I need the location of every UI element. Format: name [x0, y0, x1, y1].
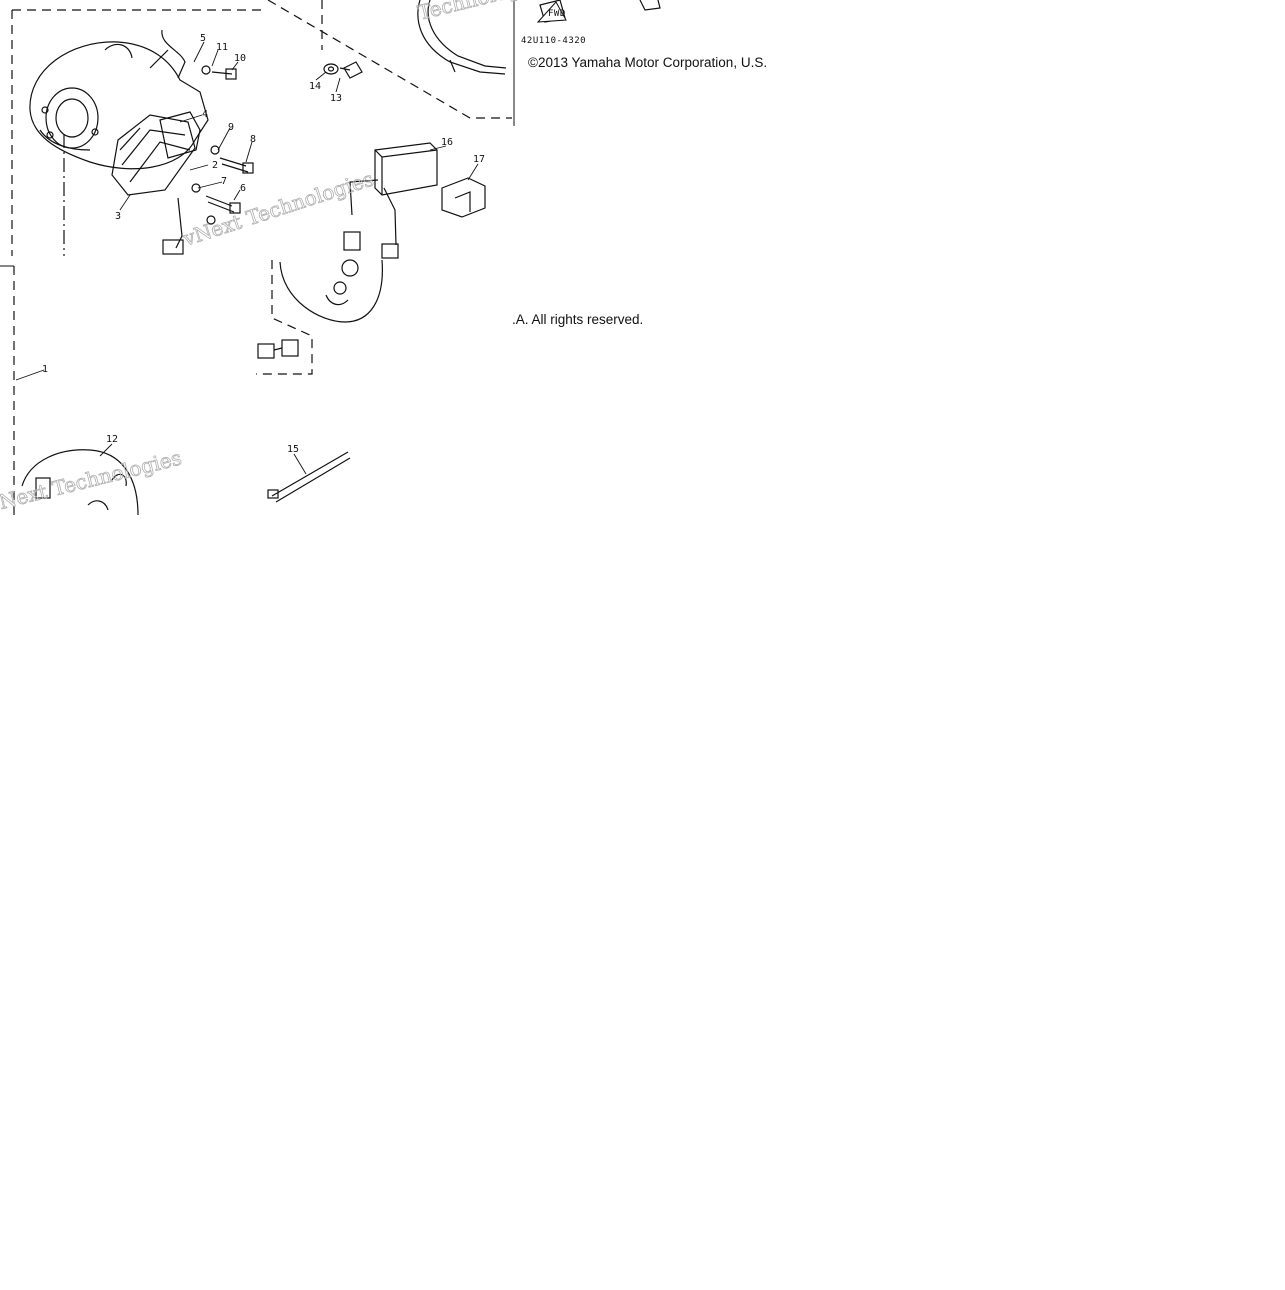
callout-1: 1 [42, 364, 48, 375]
bolts [191, 65, 254, 225]
flywheel-magnet-lower [21, 449, 139, 516]
watermark-2: vNext Technologies [0, 446, 184, 518]
callout-5: 5 [200, 33, 206, 44]
copyright-line-2: .A. All rights reserved. [512, 312, 644, 327]
callout-17: 17 [473, 154, 485, 165]
cable-tie [267, 451, 351, 503]
base-plate [29, 41, 209, 256]
cdi-unit [343, 142, 438, 259]
dashed-boundary [11, 0, 512, 515]
callout-13: 13 [330, 93, 342, 104]
fwd-label: FWD [548, 9, 566, 19]
copyright-line-1: ©2013 Yamaha Motor Corporation, U.S. [528, 55, 768, 70]
callout-3: 3 [115, 211, 121, 222]
flywheel-magnet-upper [279, 259, 383, 323]
callout-8: 8 [250, 134, 256, 145]
leader-lines [15, 41, 479, 475]
pulser-coil [149, 29, 201, 159]
callout-7: 7 [221, 176, 227, 187]
callout-2: 2 [212, 160, 218, 171]
bolt-13 [339, 61, 363, 79]
watermark-1: vNext Technologies [179, 167, 376, 252]
fwd-arrow-icon: FWD [536, 1, 567, 23]
connector [257, 339, 299, 359]
callout-9: 9 [228, 122, 234, 133]
callout-4: 4 [202, 109, 208, 120]
callout-12: 12 [106, 434, 118, 445]
callout-10: 10 [234, 53, 246, 64]
charge-coil [111, 114, 196, 196]
callout-15: 15 [287, 444, 299, 455]
callout-6: 6 [240, 183, 246, 194]
callout-11: 11 [216, 42, 228, 53]
washer-14 [323, 63, 339, 75]
callout-14: 14 [309, 81, 321, 92]
callout-16: 16 [441, 137, 453, 148]
bracket [441, 177, 486, 218]
part-code: 42U110-4320 [521, 36, 586, 46]
watermark-3: Technologies [415, 0, 549, 25]
